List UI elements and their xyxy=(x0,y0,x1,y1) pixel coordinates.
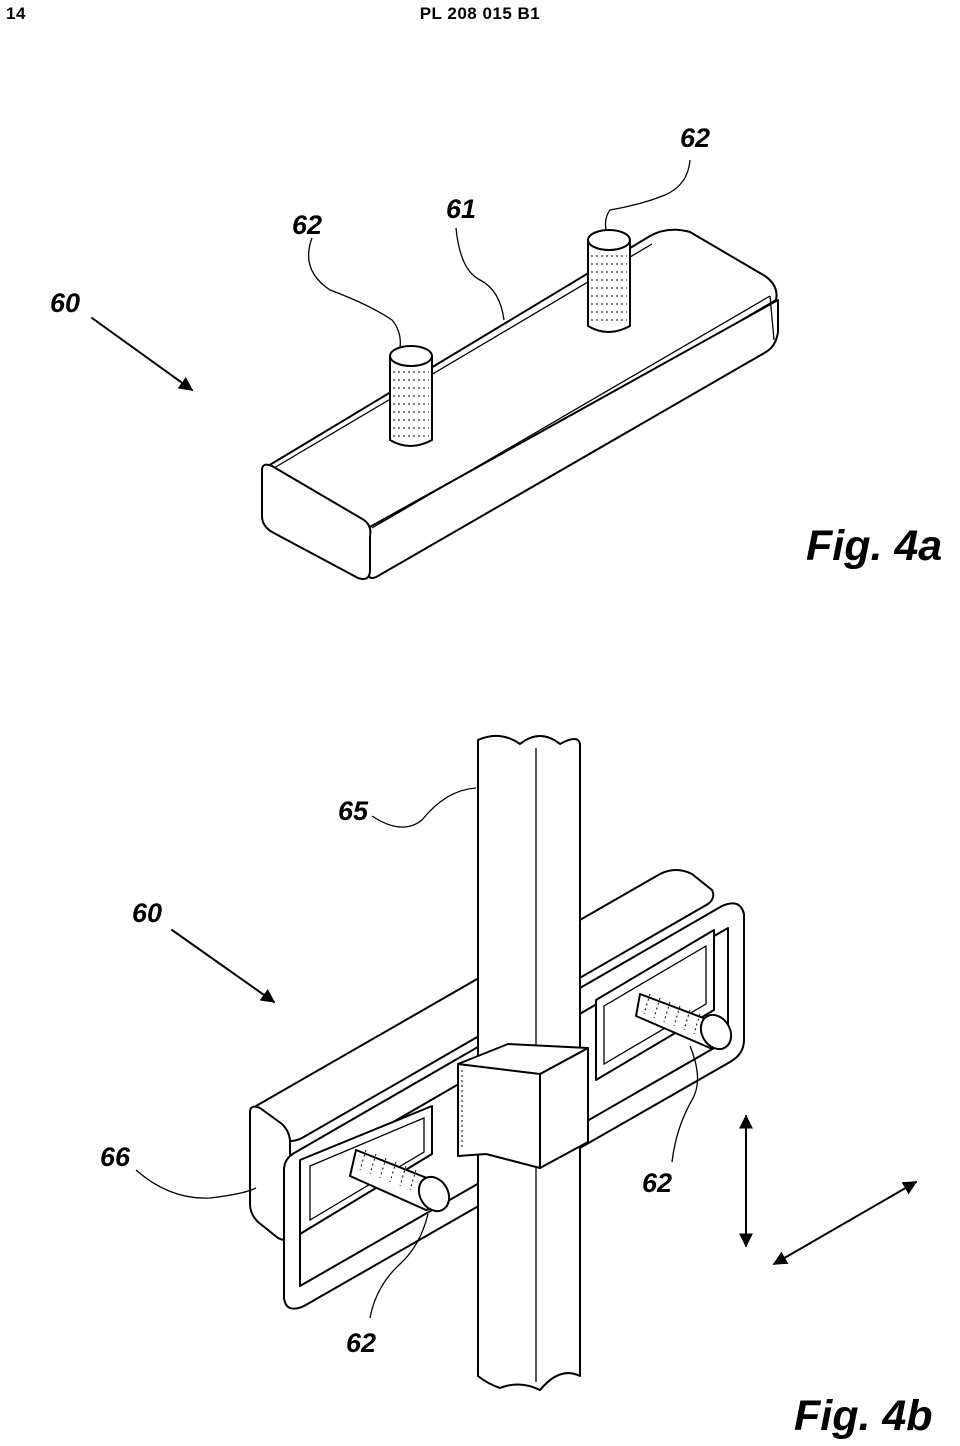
leader-66 xyxy=(135,1169,257,1199)
leader-61 xyxy=(455,227,505,321)
patent-number: PL 208 015 B1 xyxy=(419,4,541,23)
leader-62-right-4b xyxy=(671,1045,699,1163)
fig-4b: 65 60 66 62 62 Fig. 4b xyxy=(100,734,933,1440)
leader-62-right xyxy=(604,159,691,231)
figure-caption-4a: Fig. 4a xyxy=(806,522,942,570)
stud-62-right-drawing xyxy=(587,229,631,333)
figure-caption-4b: Fig. 4b xyxy=(794,1392,933,1440)
clamp-drawing xyxy=(457,1043,589,1169)
label-62-left-4b: 62 xyxy=(346,1328,376,1358)
label-65: 65 xyxy=(338,796,369,826)
label-62-left: 62 xyxy=(292,210,322,240)
label-66: 66 xyxy=(100,1142,131,1172)
label-61: 61 xyxy=(446,194,476,224)
fig-4a: 62 62 61 60 Fig. 4a xyxy=(50,123,942,580)
bar-61-drawing xyxy=(261,228,779,580)
arrow-60-4b xyxy=(171,929,276,1003)
leader-62-left-4b xyxy=(369,1213,429,1319)
stud-62-left-drawing-4b xyxy=(349,1149,451,1213)
label-62-right: 62 xyxy=(680,123,710,153)
label-60: 60 xyxy=(50,288,80,318)
arrow-60 xyxy=(91,317,194,391)
diagonal-motion-arrow xyxy=(772,1181,918,1265)
stud-62-left-drawing xyxy=(389,345,433,447)
stud-62-right-drawing-4b xyxy=(635,993,733,1051)
label-62-right-4b: 62 xyxy=(642,1168,672,1198)
leader-62-left xyxy=(308,237,401,349)
page-number: 14 xyxy=(6,4,26,23)
label-60-4b: 60 xyxy=(132,898,162,928)
leader-65 xyxy=(371,787,477,828)
